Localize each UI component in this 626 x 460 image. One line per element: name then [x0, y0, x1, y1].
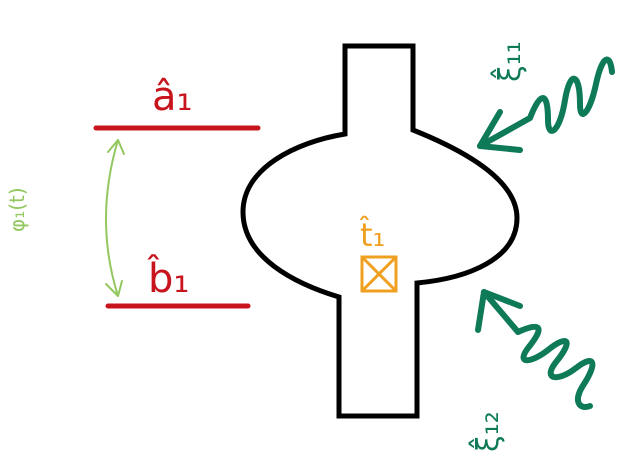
mode-a-label: â₁ — [152, 74, 193, 120]
noise-top-arrowhead — [477, 109, 523, 153]
mode-b-group: b̂₁ — [105, 254, 251, 309]
noise-top-label: ξ̂₁₁ — [490, 41, 528, 82]
transmission-box-diag2 — [360, 255, 398, 293]
noise-bottom-wave — [481, 289, 596, 410]
phase-coupling-arrow — [105, 139, 125, 297]
noise-input-bottom — [475, 289, 596, 410]
noise-bottom-arrowhead — [475, 289, 523, 333]
coupling-arrowhead-bottom — [105, 280, 123, 297]
coupling-arc — [105, 139, 119, 297]
noise-top-wave — [477, 56, 615, 149]
noise-bottom-label: ξ̂₁₂ — [468, 411, 506, 452]
coupling-arrowhead-top — [107, 139, 125, 155]
transmission-box — [360, 255, 398, 293]
noise-input-top — [477, 56, 615, 153]
mode-a-group: â₁ — [93, 74, 261, 131]
mode-b-label: b̂₁ — [147, 254, 189, 302]
phase-label: φ₁(t) — [5, 187, 29, 232]
transmission-label: t̂₁ — [359, 216, 385, 254]
cavity-outline — [240, 43, 520, 419]
transmission-element: t̂₁ — [359, 216, 398, 293]
